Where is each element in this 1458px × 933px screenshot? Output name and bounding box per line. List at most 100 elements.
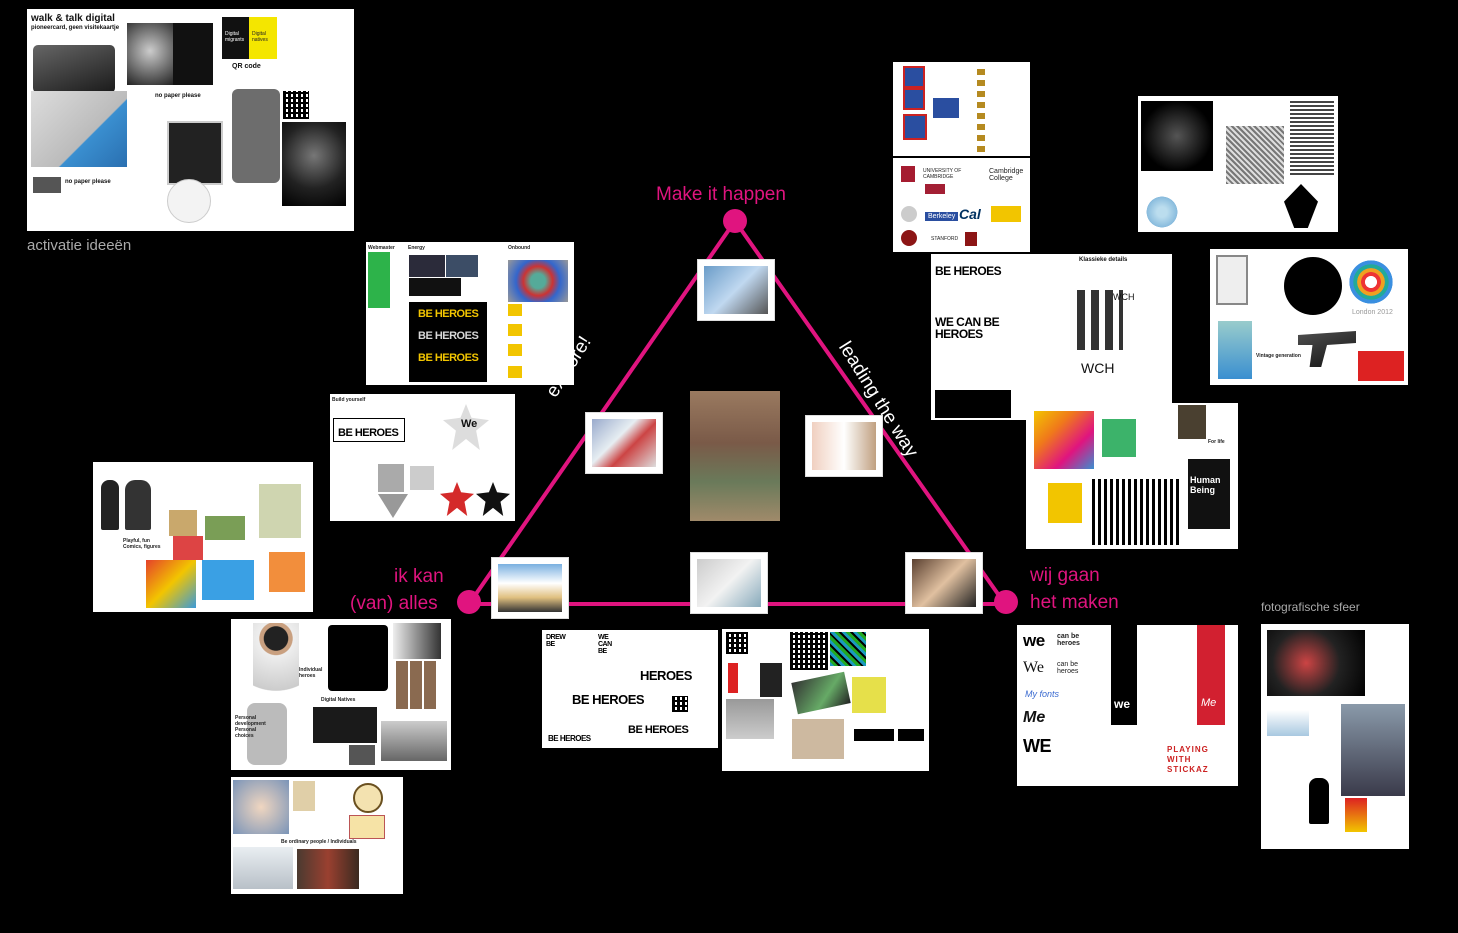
qr-code-label: QR code [232,63,261,70]
man-portrait [1178,405,1206,439]
poster-vintage [259,484,301,538]
street-jump [233,847,293,889]
typo-small-2: WE CAN BE [598,634,612,655]
typo-be-heroes-2: BE HEROES [628,724,689,736]
figure-image-2 [125,480,151,530]
playing-stickaz: PLAYING WITH STICKAZ [1167,745,1209,774]
board-art-patterns [1138,96,1338,232]
gear-logo [1284,257,1342,315]
label-onbound: Onbound [508,245,531,251]
board-activation-ideas: walk & talk digital pioneercard, geen vi… [27,9,354,231]
cal-label: Cal [959,206,981,222]
group-photo [381,721,447,761]
swirl-logo [1284,184,1318,228]
brand-canbe-1: can be heroes [1057,633,1080,647]
shield-logo-1 [903,66,925,88]
black-strip [935,390,1011,418]
no-paper-label-2: no paper please [65,179,111,185]
board-playful: Playful, fun Comics, figures [93,462,313,612]
brand-canbe-2: can be heroes [1057,661,1079,675]
wch-label-2: WCH [1081,360,1115,376]
seal-grey [901,206,917,222]
photo-bottom-middle [690,552,768,614]
heroes-word-1: BE HEROES [418,308,479,320]
we-badge-2 [508,324,522,336]
yellow-book [1048,483,1082,523]
figure-image-1 [101,480,119,530]
brand-we-1: we [1023,631,1045,650]
board-title: walk & talk digital [31,13,115,24]
revolver-image [1298,331,1356,367]
stanford-seal [901,230,917,246]
board-heroes-typography: DREW BE WE CAN BE HEROES BE HEROES BE HE… [542,630,718,748]
disc-image [167,179,211,223]
red-object [728,663,738,693]
qr-code-image [283,91,309,119]
photo-right [805,415,883,477]
kids-image-2 [205,516,245,540]
ucla-logo [991,206,1021,222]
heroes-black-panel [409,302,487,382]
vintage-portrait [293,781,315,811]
access-logo [409,278,461,296]
label-webmaster: Webmaster [368,245,395,251]
head-diagram [328,625,388,691]
board-classic-details: BE HEROES WE CAN BE HEROES Klassieke det… [931,254,1172,420]
board-brand: we can be heroes We can be heroes My fon… [1017,625,1238,786]
no-paper-label-1: no paper please [155,93,201,99]
label-make-it-happen: Make it happen [656,184,786,205]
label-van-alles: (van) alles [350,593,438,614]
box-product [760,663,782,697]
board-human-being: For life Human Being [1026,403,1238,549]
board-energy: Webmaster Energy Onbound BE HEROES BE HE… [366,242,574,385]
node-top [723,209,747,233]
vintage-poster [1218,321,1252,379]
board-photography [1261,624,1409,849]
phone-green [791,671,851,715]
black-star [476,482,510,516]
man-sitting [247,703,287,765]
yarn-image [508,260,568,302]
shield-logo-2 [903,88,925,110]
red-star [440,482,474,516]
label-het-maken: het maken [1030,592,1119,613]
board-subtitle: pioneercard, geen visitekaartje [31,25,120,31]
dark-nebula [1141,101,1213,171]
classic-title: Klassieke details [1079,257,1128,263]
quote-panel [173,23,213,85]
board-qr-cards [722,629,929,771]
green-shirt [1102,419,1136,457]
cards-image [33,177,61,193]
harvard-crest [901,166,915,182]
qr-colored [830,632,866,666]
we-star-label: We [461,418,478,430]
label-ik-kan: ik kan [394,566,444,587]
grey-texture [1226,126,1284,184]
icon-grid [1077,290,1123,350]
digital-natives-block [249,17,277,59]
badge-column [977,68,985,152]
badge-seal [353,783,383,813]
brand-we-block: WE [1023,736,1052,756]
typo-small-1: DREW BE [546,634,566,648]
heroes-box-text: BE HEROES [338,427,399,439]
heroes-box [333,418,405,442]
rider-image [282,122,346,206]
device-image [167,121,223,185]
board-universities: UNIVERSITY OF CAMBRIDGE Cambridge Colleg… [893,62,1030,252]
colorful-strip [1345,798,1367,832]
brand-myfonts: My fonts [1025,689,1060,699]
typo-heroes-big: HEROES [640,668,692,683]
doctor-image [792,719,844,759]
human-being-label: Human Being [1190,475,1221,495]
board-build-yourself: Build yourself BE HEROES We [330,394,515,521]
human-panel [1188,459,1230,529]
typo-be-heroes-3: BE HEROES [548,734,591,743]
brand-we-2: We [1023,659,1044,676]
red-banner [1197,625,1225,725]
digital-migrants-label: Digital migrants [225,31,245,43]
berkeley-label: Berkeley [925,212,959,221]
digital-natives-label: Digital natives [252,31,268,43]
colorful-book [1034,411,1094,469]
